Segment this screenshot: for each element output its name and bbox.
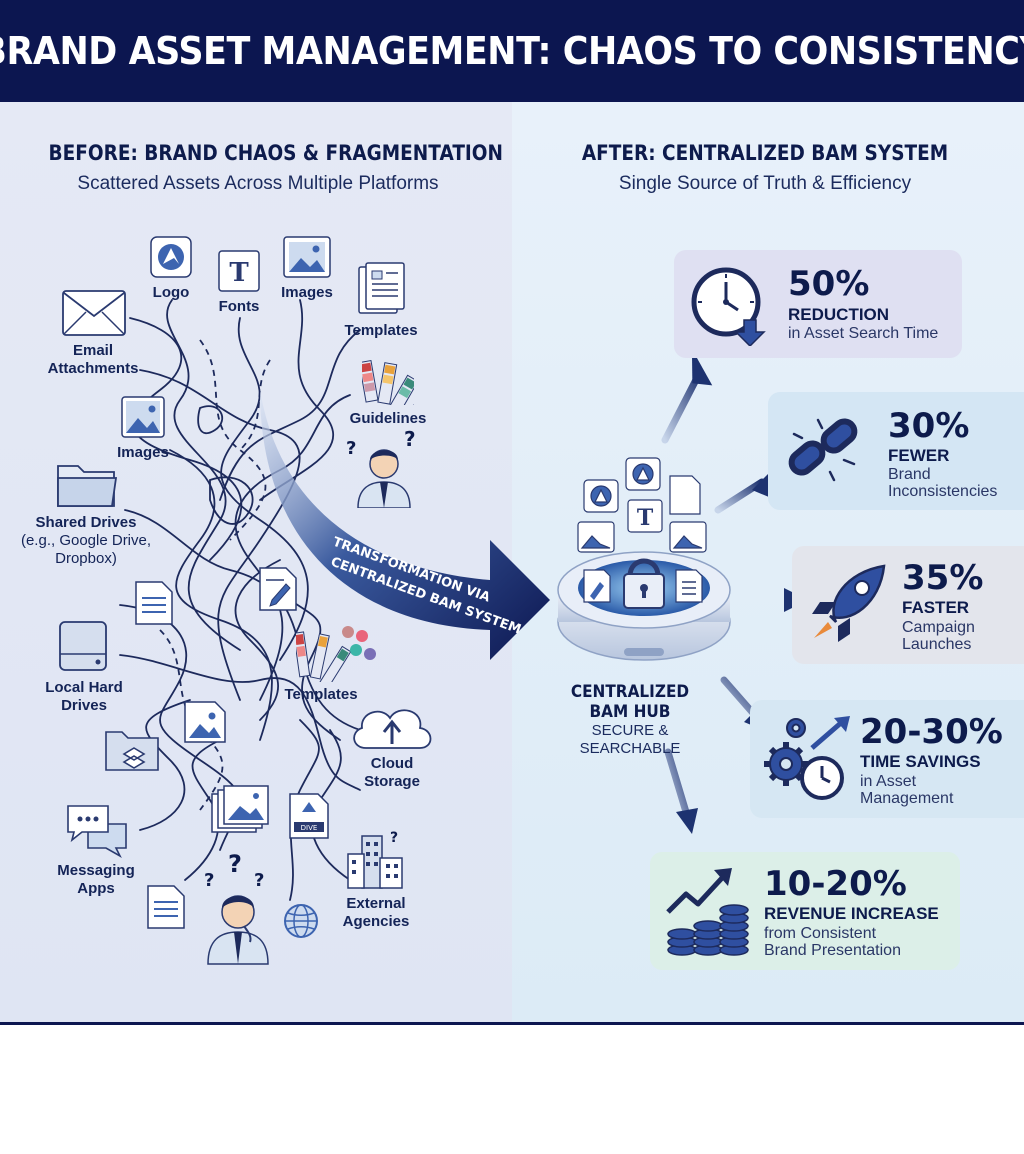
local-drives-label-line2: Drives — [61, 697, 107, 714]
email-label-line1: Email — [72, 342, 114, 359]
email-envelope-icon — [62, 290, 126, 336]
stat-head: REDUCTION — [788, 305, 890, 324]
logo-label: Logo — [152, 284, 190, 301]
transformation-arrow: TRANSFORMATION VIA CENTRALIZED BAM SYSTE… — [260, 390, 550, 660]
shared-drives-label-line2: (e.g., Google Drive, — [20, 532, 152, 549]
stat-card-search-time: 50% REDUCTION in Asset Search Time — [674, 250, 962, 358]
images-top-label: Images — [281, 284, 333, 301]
stat-pct: 20-30% — [860, 712, 1003, 752]
image-stack-icon — [211, 785, 269, 833]
dropbox-folder-icon — [105, 731, 159, 771]
bottom-divider — [0, 1022, 1024, 1025]
rocket-icon — [812, 564, 886, 642]
agencies-label-line2: Agencies — [342, 913, 410, 930]
local-drives-label-line1: Local Hard — [45, 679, 123, 696]
email-label-line2: Attachments — [47, 360, 139, 377]
after-title: AFTER: CENTRALIZED BAM SYSTEM — [581, 141, 949, 165]
stat-desc: Campaign — [902, 619, 975, 636]
image-icon — [121, 396, 165, 438]
svg-text:?: ? — [204, 870, 214, 891]
broken-chain-icon — [788, 418, 858, 482]
svg-text:T: T — [229, 258, 249, 288]
svg-text:?: ? — [404, 430, 416, 451]
confused-person-icon: ? ? — [346, 430, 416, 508]
shared-drives-label-line1: Shared Drives — [35, 514, 137, 531]
svg-text:DIVE: DIVE — [301, 824, 318, 832]
agencies-label-line1: External — [346, 895, 406, 912]
folder-icon — [57, 465, 118, 507]
guidelines-label: Guidelines — [349, 410, 427, 427]
hub-subtitle-line1: SECURE & — [591, 722, 669, 739]
hub-title-line2: BAM HUB — [589, 702, 671, 722]
hard-drive-icon — [59, 621, 107, 671]
templates-mid-label: Templates — [284, 686, 358, 703]
stat-pct: 10-20% — [764, 864, 907, 904]
page-header: BRAND ASSET MANAGEMENT: CHAOS TO CONSIST… — [0, 0, 1024, 102]
fonts-label: Fonts — [218, 298, 260, 315]
cloud-upload-icon — [353, 709, 432, 749]
svg-text:?: ? — [346, 438, 356, 459]
stat-desc: Brand Presentation — [764, 942, 901, 959]
svg-text:?: ? — [228, 852, 242, 878]
svg-text:T: T — [637, 505, 654, 531]
page-title: BRAND ASSET MANAGEMENT: CHAOS TO CONSIST… — [0, 29, 1024, 73]
after-subtitle: Single Source of Truth & Efficiency — [618, 173, 912, 194]
messaging-label-line1: Messaging — [57, 862, 135, 879]
stat-head: REVENUE INCREASE — [764, 904, 939, 923]
stat-card-inconsistencies: 30% FEWER Brand Inconsistencies — [768, 392, 1024, 510]
stat-card-campaign-launches: 35% FASTER Campaign Launches — [792, 546, 1024, 664]
stat-pct: 30% — [888, 406, 970, 446]
stat-desc: from Consistent — [764, 925, 877, 942]
stat-head: TIME SAVINGS — [860, 752, 981, 771]
stat-head: FASTER — [902, 598, 970, 617]
templates-top-label: Templates — [344, 322, 418, 339]
document-icon — [135, 581, 173, 625]
stat-pct: 50% — [788, 264, 870, 304]
svg-text:?: ? — [390, 830, 398, 846]
before-title: BEFORE: BRAND CHAOS & FRAGMENTATION — [48, 141, 503, 165]
drive-file-icon: DIVE — [289, 793, 329, 839]
color-palette-icon — [296, 626, 376, 682]
stat-desc: in Asset Search Time — [788, 325, 939, 342]
office-buildings-icon: ? — [347, 830, 403, 889]
edit-document-icon — [259, 567, 297, 611]
image-icon — [283, 236, 331, 278]
globe-icon — [284, 904, 318, 938]
font-icon: T — [218, 250, 260, 292]
color-swatch-icon — [362, 359, 414, 405]
stat-desc: Brand — [888, 466, 931, 483]
before-subtitle: Scattered Assets Across Multiple Platfor… — [77, 173, 439, 194]
stat-desc: Management — [860, 790, 954, 807]
cloud-storage-label-line2: Storage — [364, 773, 420, 790]
stat-desc: Launches — [902, 636, 972, 653]
hub-subtitle-line2: SEARCHABLE — [579, 740, 681, 757]
clock-down-icon — [691, 267, 766, 346]
chat-bubbles-icon — [67, 805, 127, 858]
hub-title-line1: CENTRALIZED — [570, 682, 690, 702]
stat-card-time-savings: 20-30% TIME SAVINGS in Asset Management — [750, 700, 1024, 818]
cloud-storage-label-line1: Cloud — [370, 755, 414, 772]
messaging-label-line2: Apps — [77, 880, 115, 897]
document-icon — [147, 885, 185, 929]
stat-pct: 35% — [902, 558, 984, 598]
stat-desc: in Asset — [860, 773, 917, 790]
centralized-hub-icon: T — [557, 457, 731, 661]
svg-text:?: ? — [254, 870, 264, 891]
template-doc-icon — [358, 262, 405, 314]
confused-person-icon: ? ? ? — [204, 852, 269, 965]
growth-coins-icon — [666, 868, 749, 956]
stat-head: FEWER — [888, 446, 950, 465]
image-icon — [184, 701, 226, 743]
stat-card-revenue: 10-20% REVENUE INCREASE from Consistent … — [650, 852, 960, 970]
images-mid-label: Images — [117, 444, 169, 461]
logo-icon — [150, 236, 192, 278]
gears-clock-icon — [764, 716, 850, 800]
shared-drives-label-line3: Dropbox) — [55, 550, 117, 567]
stat-desc: Inconsistencies — [888, 483, 998, 500]
